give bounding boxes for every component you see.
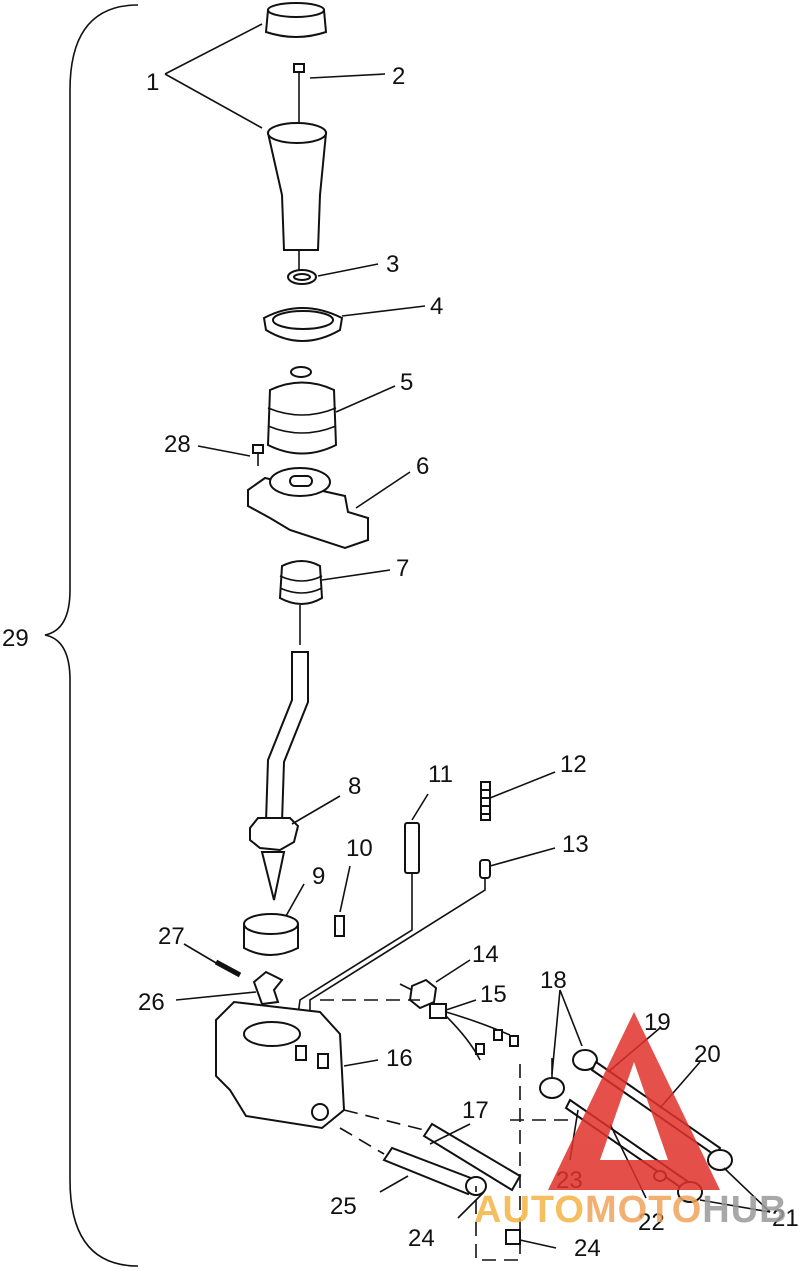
callout-8: 8 [348,773,361,800]
part-18-ball-joint [539,1049,598,1099]
callout-2: 2 [392,63,405,90]
part-10-pin [334,915,345,937]
callout-24-a: 24 [408,1225,435,1252]
callout-11: 11 [428,761,453,788]
watermark-text-b: MOTO [585,1189,702,1231]
callout-17: 17 [462,1097,489,1124]
part-3-ring [287,269,317,285]
callout-26: 26 [138,989,165,1016]
part-11-pin [404,822,420,874]
part-28-screw [252,444,264,466]
callout-22: 22 [638,1209,665,1236]
part-1-grip-handle [266,122,328,251]
callout-24-b: 24 [574,1235,601,1262]
assembly-brace [44,4,139,1267]
callout-6: 6 [416,453,429,480]
callout-19: 19 [644,1009,671,1036]
part-9-bushing [243,913,299,956]
watermark-text: AUTOMOTOHUB [474,1189,788,1231]
watermark-text-c: HUB [702,1189,787,1231]
callout-3: 3 [386,251,399,278]
callout-12: 12 [560,751,587,778]
part-7-bellows [278,560,324,605]
part-15-wire-harness [429,1003,519,1061]
part-24-nut-b [505,1229,521,1245]
part-6-mounting-plate [247,467,369,550]
callout-5: 5 [400,369,413,396]
part-21-rod-end-a [707,1149,733,1171]
callout-14: 14 [472,941,499,968]
callout-7: 7 [396,555,409,582]
callout-29: 29 [2,625,29,652]
callout-9: 9 [312,863,325,890]
warning-triangle-icon [548,1012,720,1190]
callout-1: 1 [146,69,159,96]
callout-4: 4 [430,293,443,320]
part-12-spring [480,781,491,821]
part-13-plunger [479,859,491,879]
part-16-housing [215,1000,346,1130]
part-4-bezel-ring [262,307,344,342]
part-5-boot [266,366,338,455]
callout-13: 13 [562,831,589,858]
part-8-shift-lever [249,651,309,901]
callout-21: 21 [772,1205,799,1232]
callout-18: 18 [540,967,567,994]
watermark-logo: AUTOMOTOHUB [474,1012,788,1231]
callout-16: 16 [386,1045,413,1072]
callout-25: 25 [330,1193,357,1220]
callout-27: 27 [158,923,185,950]
callout-28: 28 [164,431,191,458]
callout-10: 10 [346,835,373,862]
part-26-clip [252,970,284,1006]
part-2-screw [293,63,305,88]
watermark-text-a: AUTO [474,1189,585,1231]
part-1-knob-cap [264,2,328,38]
callout-15: 15 [480,981,507,1008]
callout-20: 20 [694,1041,721,1068]
part-27-pin [214,959,242,978]
